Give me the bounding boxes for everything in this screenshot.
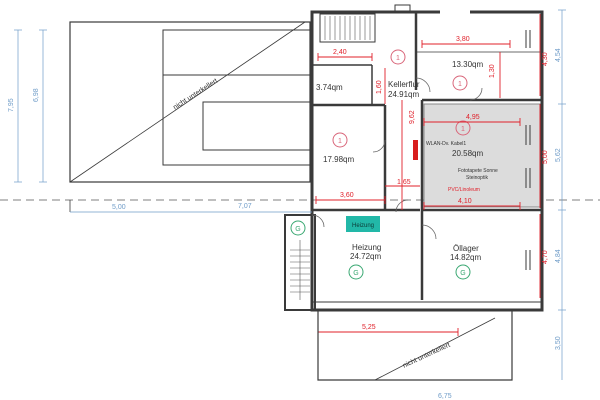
dim-4-70: 4,70: [542, 250, 549, 264]
room-marker-number: 1: [338, 138, 342, 145]
room-marker-icon: [452, 75, 468, 91]
dim-7-95: 7,95: [8, 98, 15, 112]
dim-4-95: 4,95: [466, 114, 480, 121]
heating-label-text: Heizung: [352, 223, 374, 229]
room-area-kellerflur: 24.91qm: [388, 90, 419, 99]
green-marker-icon: [290, 220, 306, 236]
green-marker-letter: G: [353, 270, 358, 277]
unexcavated-label-bottom: nicht unterkellert: [402, 342, 452, 370]
dim-6-98: 6,98: [33, 88, 40, 102]
room-area-2058: 20.58qm: [452, 149, 483, 158]
room-name-oellager: Öllager: [453, 244, 479, 253]
photo-wallpaper-note: Fototapete Sonne: [458, 168, 498, 174]
unexcavated-annex-bottom: [317, 310, 513, 381]
room-marker-icon: [332, 132, 348, 148]
wlan-outlet-marker[interactable]: [413, 140, 418, 160]
room-name-heizung: Heizung: [352, 243, 381, 252]
windows: [440, 10, 531, 270]
dim-3-60: 3,60: [340, 192, 354, 199]
dim-5-00-blue: 5,00: [112, 204, 126, 211]
green-marker-letter: G: [295, 226, 300, 233]
heating-label-box[interactable]: [346, 216, 380, 232]
dim-4-10: 4,10: [458, 198, 472, 205]
dim-5-62: 5,62: [555, 148, 562, 162]
dim-1-30: 1,30: [489, 64, 496, 78]
dim-7-07: 7,07: [238, 203, 252, 210]
unexcavated-annex-left: [69, 21, 311, 212]
red-dimension-lines: [315, 14, 541, 336]
room-area-oellager: 14.82qm: [450, 253, 481, 262]
green-markers: [290, 220, 471, 280]
room-markers: [332, 49, 471, 148]
dim-4-84: 4,84: [555, 249, 562, 263]
door-swings: [311, 77, 483, 240]
room-name-kellerflur: Kellerflur: [388, 80, 420, 89]
room-marker-icon: [390, 49, 406, 65]
dim-1-60: 1,60: [376, 80, 383, 94]
green-marker-icon: [348, 264, 364, 280]
dim-4-30: 4,30: [542, 52, 549, 66]
dim-1-65: 1,65: [397, 179, 411, 186]
room-area-374: 3.74qm: [316, 83, 343, 92]
room-area-1798: 17.98qm: [323, 155, 354, 164]
wlan-note: WLAN-Dv. Kabel1: [426, 141, 466, 147]
south-staircase: [290, 240, 310, 300]
room-marker-icon: [455, 120, 471, 136]
green-marker-letter: G: [460, 270, 465, 277]
unexcavated-label-left: nicht unterkellert: [172, 78, 219, 112]
room-area-13: 13.30qm: [452, 60, 483, 69]
room-area-heizung: 24.72qm: [350, 252, 381, 261]
dim-2-40: 2,40: [333, 49, 347, 56]
dim-3-80: 3,80: [456, 36, 470, 43]
floor-material-note: PVC/Linoleum: [448, 187, 480, 193]
dim-5-00: 5,00: [542, 150, 549, 164]
blue-dimension-lines: [14, 9, 566, 380]
room-marker-number: 1: [458, 81, 462, 88]
selected-room-highlight[interactable]: [423, 103, 541, 208]
green-marker-icon: [455, 264, 471, 280]
north-staircase: [324, 16, 371, 40]
stone-optic-note: Steinoptik: [466, 175, 488, 181]
dim-5-25: 5,25: [362, 324, 376, 331]
room-marker-number: 1: [396, 55, 400, 62]
dim-9-62: 9,62: [409, 110, 416, 124]
dim-4-54: 4,54: [555, 48, 562, 62]
dim-3-50: 3,50: [555, 336, 562, 350]
room-marker-number: 1: [461, 126, 465, 133]
dim-6-75: 6,75: [438, 393, 452, 400]
